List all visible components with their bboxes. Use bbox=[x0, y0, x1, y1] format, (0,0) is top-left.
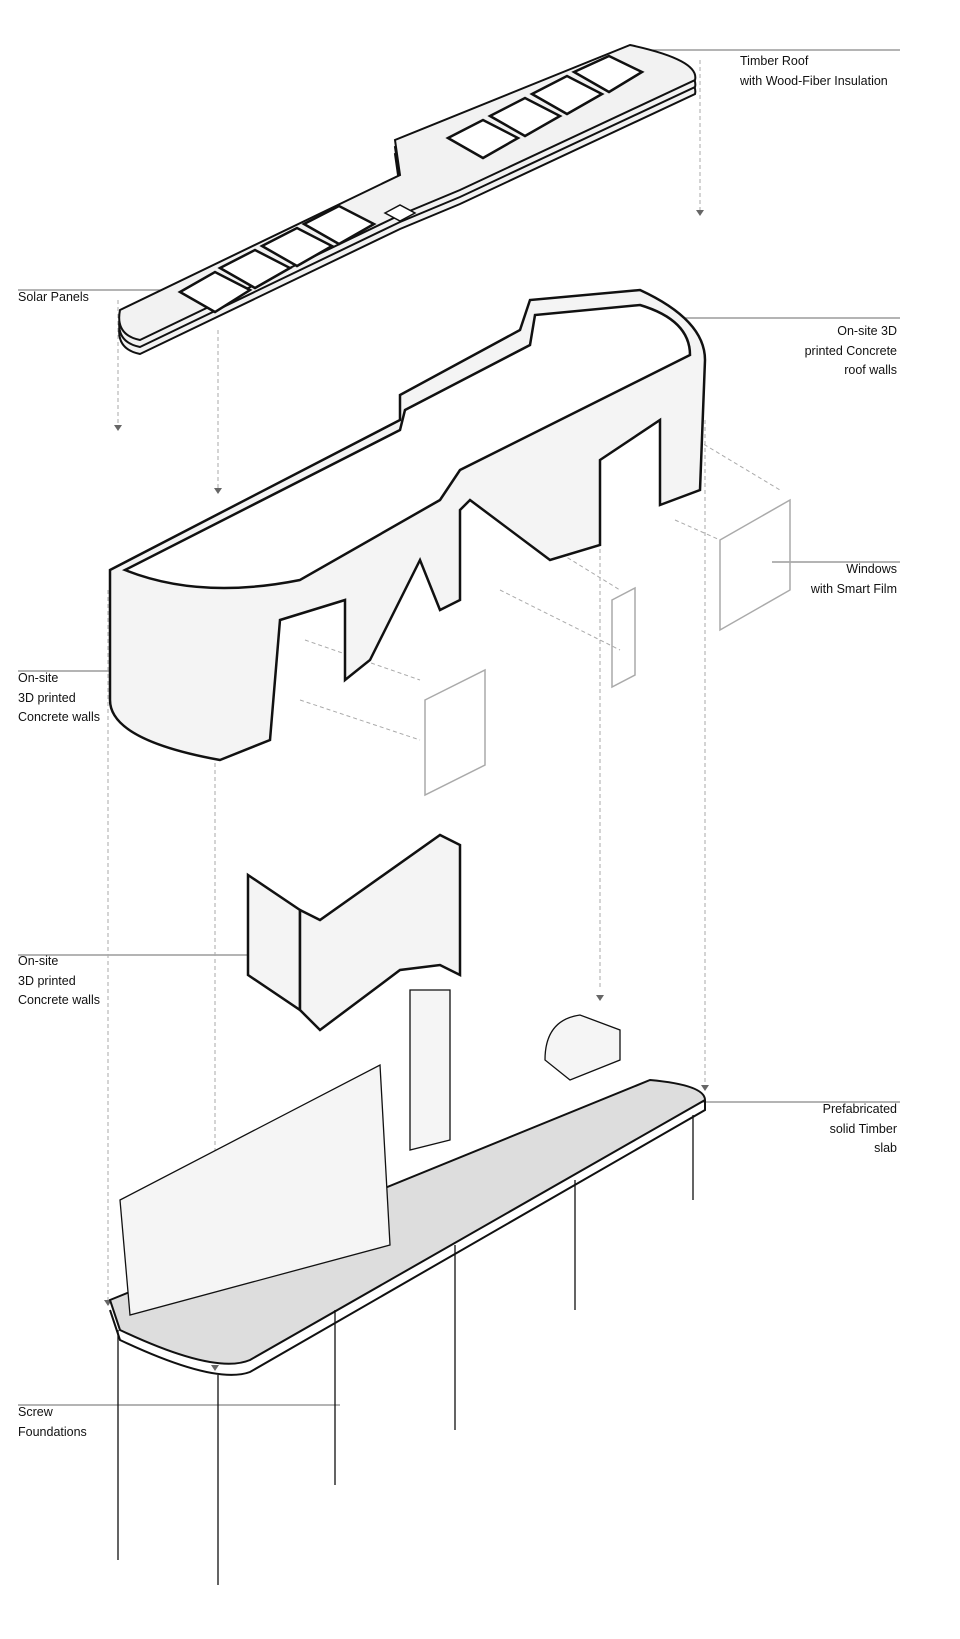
label-line: Foundations bbox=[18, 1424, 87, 1439]
label-foundations: Screw Foundations bbox=[18, 1403, 87, 1442]
label-line: 3D printed bbox=[18, 690, 76, 705]
label-line: Timber Roof bbox=[740, 54, 809, 68]
interior-concrete-walls bbox=[246, 833, 462, 1032]
label-timber-roof: Timber Roof with Wood-Fiber Insulation bbox=[740, 52, 888, 91]
label-line: On-site bbox=[18, 954, 59, 968]
concrete-walls-upper bbox=[108, 288, 707, 762]
label-solar-panels: Solar Panels bbox=[18, 288, 89, 308]
label-line: with Smart Film bbox=[810, 581, 897, 596]
label-line: Screw bbox=[18, 1405, 53, 1419]
label-concrete-walls-2: On-site 3D printed Concrete walls bbox=[18, 952, 100, 1011]
label-line: solid Timber bbox=[829, 1121, 897, 1136]
label-line: On-site 3D bbox=[837, 324, 897, 338]
label-line: slab bbox=[874, 1141, 897, 1155]
label-line: Concrete walls bbox=[18, 993, 100, 1007]
label-line: with Wood-Fiber Insulation bbox=[740, 73, 888, 88]
label-roof-walls: On-site 3D printed Concrete roof walls bbox=[805, 322, 897, 381]
solar-panels bbox=[177, 54, 645, 314]
label-line: printed Concrete bbox=[804, 343, 897, 358]
label-line: Solar Panels bbox=[18, 290, 89, 304]
label-line: On-site bbox=[18, 671, 59, 685]
windows bbox=[424, 498, 791, 797]
timber-slab bbox=[108, 989, 707, 1376]
label-concrete-walls-1: On-site 3D printed Concrete walls bbox=[18, 669, 100, 728]
label-timber-slab: Prefabricated solid Timber slab bbox=[823, 1100, 897, 1159]
label-line: Prefabricated bbox=[822, 1102, 897, 1116]
label-line: Windows bbox=[846, 562, 897, 576]
label-line: roof walls bbox=[844, 363, 897, 377]
label-windows: Windows with Smart Film bbox=[811, 560, 897, 599]
screw-foundations bbox=[117, 1115, 694, 1585]
label-line: Concrete walls bbox=[18, 710, 100, 724]
label-line: 3D printed bbox=[18, 973, 76, 988]
